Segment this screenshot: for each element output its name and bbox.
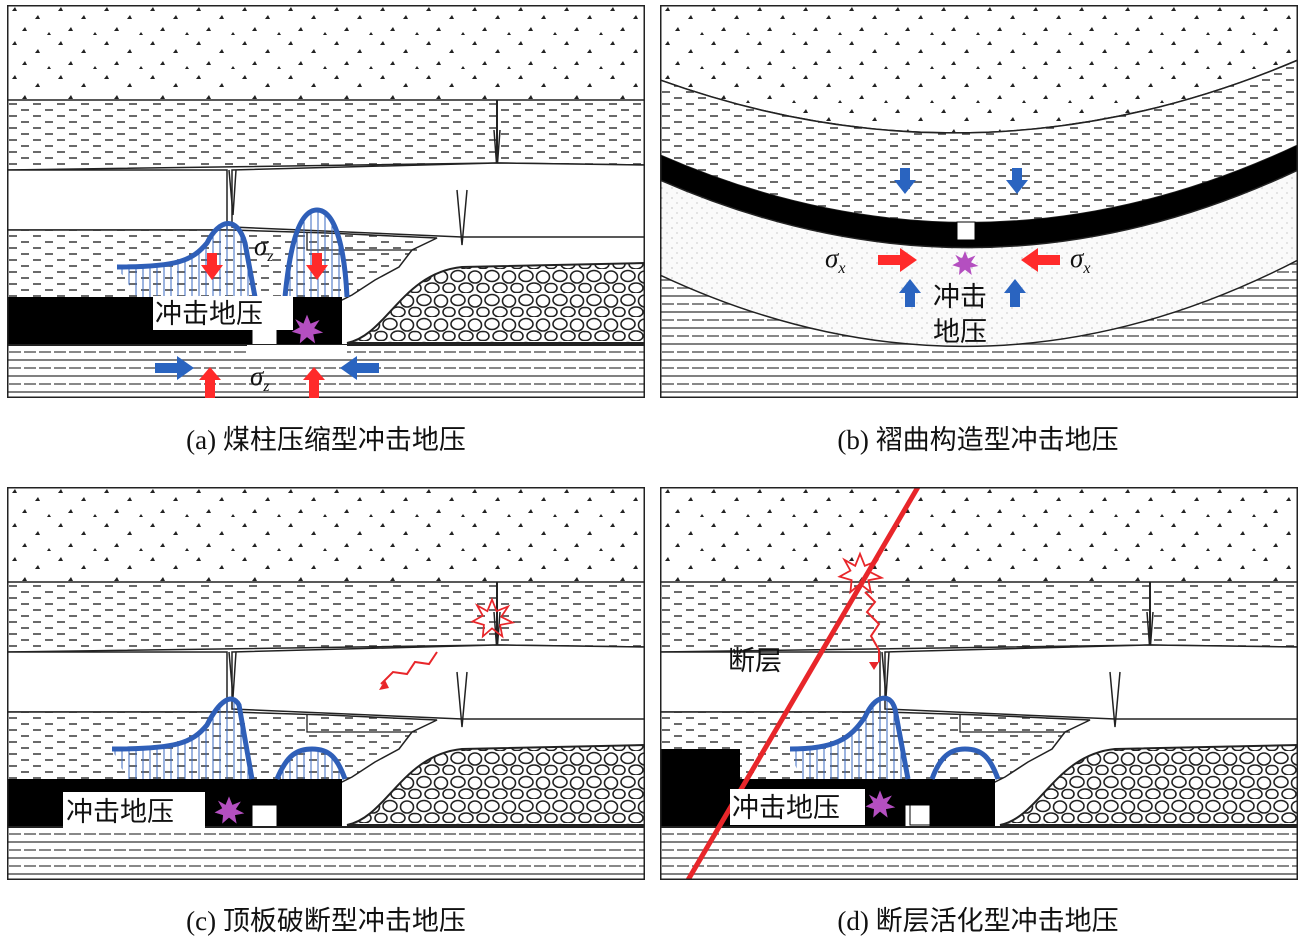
blue-arrow-up-icon bbox=[1004, 279, 1026, 307]
red-arrow-up-icon bbox=[303, 367, 325, 398]
panel-d-fault-activation-diagram: 断层 冲击地压 bbox=[660, 487, 1298, 880]
red-arrow-down-icon bbox=[306, 253, 328, 280]
stress-curve-right bbox=[929, 746, 1001, 780]
blue-arrow-down-icon bbox=[1006, 168, 1028, 194]
label-box bbox=[730, 789, 865, 825]
stress-curve-left bbox=[789, 695, 911, 780]
strata-base bbox=[7, 5, 645, 398]
sigma-z-label: σz bbox=[254, 231, 274, 265]
rockburst-label: 冲击地压 bbox=[155, 299, 263, 330]
blue-arrow-left-icon bbox=[340, 356, 379, 380]
red-arrow-right-icon bbox=[878, 248, 917, 272]
sigma-z-bottom-label: σz bbox=[250, 361, 270, 395]
blue-arrow-right-icon bbox=[155, 356, 194, 380]
panel-b-fold-diagram: σx σx 冲击 地压 bbox=[660, 5, 1298, 398]
fault-label: 断层 bbox=[728, 646, 782, 677]
rockburst-label-line1: 冲击 bbox=[933, 282, 987, 313]
stress-curve-right bbox=[274, 746, 348, 780]
caption-a: (a) 煤柱压缩型冲击地压 bbox=[186, 425, 466, 455]
stress-hatch bbox=[112, 699, 252, 779]
stress-curve-left bbox=[116, 221, 258, 298]
stress-hatch bbox=[790, 698, 908, 779]
caption-d: (d) 断层活化型冲击地压 bbox=[837, 906, 1119, 936]
blue-arrow-up-icon bbox=[899, 279, 921, 307]
red-arrow-left-icon bbox=[1021, 248, 1060, 272]
shock-wave-arrow-icon bbox=[864, 591, 881, 662]
roadway bbox=[956, 221, 976, 241]
rockburst-label: 冲击地压 bbox=[66, 797, 174, 828]
sigma-x-right-label: σx bbox=[1070, 243, 1090, 277]
rockburst-label: 冲击地压 bbox=[732, 793, 840, 824]
label-box bbox=[153, 296, 293, 330]
shock-wave-arrow-icon bbox=[380, 651, 438, 685]
fault-line bbox=[685, 487, 921, 880]
panel-c-roof-break-diagram: 冲击地压 bbox=[7, 487, 645, 880]
caption-c: (c) 顶板破断型冲击地压 bbox=[186, 906, 466, 936]
sandstone-layer bbox=[660, 169, 1298, 348]
curved-coal-seam bbox=[660, 145, 1298, 248]
caption-b: (b) 褶曲构造型冲击地压 bbox=[837, 425, 1119, 455]
sigma-x-left-label: σx bbox=[825, 243, 845, 277]
red-arrow-down-icon bbox=[201, 253, 223, 280]
red-arrow-up-icon bbox=[199, 367, 221, 398]
blue-arrow-down-icon bbox=[894, 168, 916, 194]
stress-curve-right bbox=[282, 207, 350, 298]
rockburst-label-line2: 地压 bbox=[933, 317, 987, 348]
panel-a-coal-pillar-diagram: σz 冲击地压 σz bbox=[7, 5, 645, 398]
label-box bbox=[63, 792, 205, 830]
stress-curve-left bbox=[111, 696, 255, 780]
